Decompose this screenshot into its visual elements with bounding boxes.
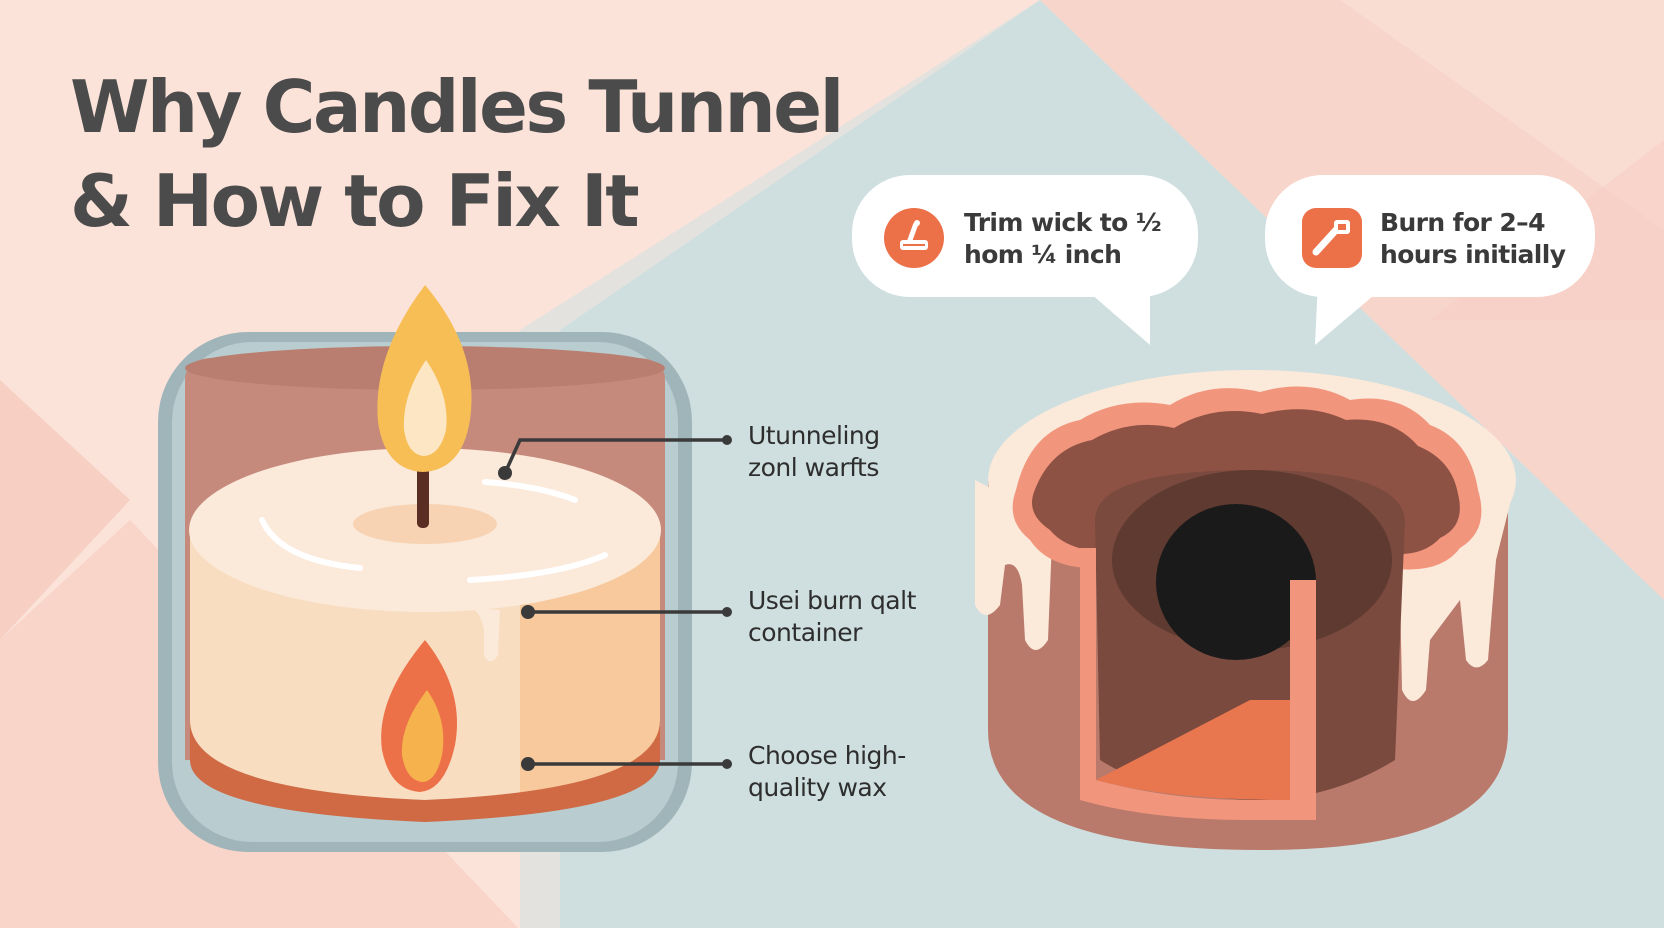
candle-jar xyxy=(158,285,692,852)
callout-3-line-2: quality wax xyxy=(748,773,887,802)
tip-text-trim-wick: Trim wick to ½ hom ¼ inch xyxy=(964,207,1162,271)
leader-line-1 xyxy=(503,438,725,474)
tip-text-burn-time: Burn for 2–4 hours initially xyxy=(1380,207,1566,271)
callout-leaders xyxy=(503,438,725,766)
leader-end-1 xyxy=(722,435,732,445)
callout-3-line-1: Choose high- xyxy=(748,741,906,770)
callout-2-line-2: container xyxy=(748,618,862,647)
leader-dot-3 xyxy=(521,757,535,771)
leader-end-2 xyxy=(722,607,732,617)
tip-2-line-1: Burn for 2–4 xyxy=(1380,208,1545,237)
page-title: Why Candles Tunnel & How to Fix It xyxy=(70,60,844,248)
callout-2-line-1: Usei burn qalt xyxy=(748,586,916,615)
callout-1-line-2: zonl warfts xyxy=(748,453,879,482)
match-icon xyxy=(1302,208,1362,268)
tip-1-line-2: hom ¼ inch xyxy=(964,240,1122,269)
callout-burn-container: Usei burn qalt container xyxy=(748,585,916,649)
tunneled-candle xyxy=(975,370,1516,850)
tip-bubble-trim-wick xyxy=(852,175,1198,345)
tip-1-line-1: Trim wick to ½ xyxy=(964,208,1162,237)
callout-tunneling-zone: Utunneling zonl warfts xyxy=(748,420,880,484)
callout-1-line-1: Utunneling xyxy=(748,421,880,450)
leader-end-3 xyxy=(722,759,732,769)
callout-quality-wax: Choose high- quality wax xyxy=(748,740,906,804)
title-line-1: Why Candles Tunnel xyxy=(70,65,844,149)
leader-dot-1 xyxy=(498,466,512,480)
tip-2-line-2: hours initially xyxy=(1380,240,1566,269)
scissors-wick-icon xyxy=(884,208,944,268)
title-line-2: & How to Fix It xyxy=(70,159,640,243)
leader-dot-2 xyxy=(521,605,535,619)
